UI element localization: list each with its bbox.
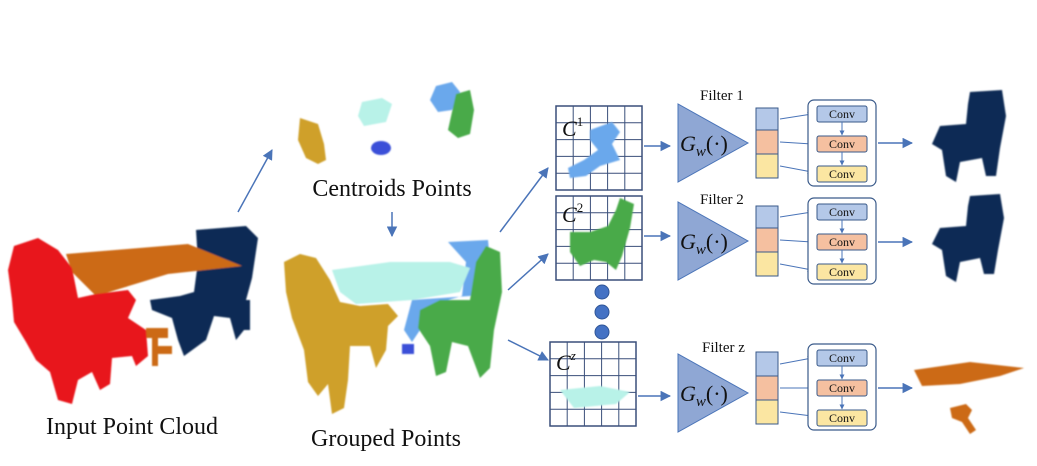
svg-text:Conv: Conv [829, 411, 855, 425]
arrow-stack-conv-zc [779, 411, 813, 418]
ellipsis-dots [594, 284, 610, 340]
voxel-1-points [568, 122, 620, 178]
voxel-grid-2: C2 [555, 195, 643, 281]
input-table-legs [146, 328, 172, 366]
cell-label-1: C1 [562, 114, 583, 141]
arrow-stack-conv-2a [779, 210, 813, 218]
arrow-to-cell-1 [499, 167, 549, 233]
svg-text:Conv: Conv [829, 235, 855, 249]
arrow-stack-conv-2c [779, 263, 813, 272]
input-point-cloud-label: Input Point Cloud [46, 414, 218, 440]
input-navy-chair [150, 226, 258, 356]
arrow-stack-conv-1c [779, 165, 813, 174]
voxel-grid-z: Cz [549, 341, 637, 427]
voxel-2-points [570, 198, 634, 270]
arrow-stack-conv-2b [779, 239, 813, 245]
g-function-z: Gw(·) [677, 353, 750, 433]
grouped-royal-fragment [402, 344, 414, 354]
arrow-to-centroids [237, 149, 273, 213]
conv-block-1: Conv Conv Conv [807, 99, 877, 187]
output-navy-chair-2 [932, 194, 1004, 282]
svg-text:Gw(·): Gw(·) [680, 131, 728, 160]
input-red-chair [8, 238, 148, 404]
branch-1: C1 Gw(·) Filter 1 Conv Conv Conv [555, 88, 1006, 191]
centroid-green-blob [448, 90, 474, 138]
output-table-z [914, 362, 1024, 434]
centroids-points-label: Centroids Points [312, 176, 471, 202]
centroid-points-image [298, 82, 474, 164]
centroid-lightblue-blob [430, 82, 460, 112]
grouped-cyan-table [332, 262, 470, 304]
voxel-z-points [560, 386, 630, 408]
arrow-to-cell-2 [507, 253, 549, 291]
svg-text:Gw(·): Gw(·) [680, 381, 728, 410]
arrow-stack-conv-1a [779, 112, 813, 120]
g-function-1: Gw(·) [677, 103, 750, 183]
grouped-points-label: Grouped Points [311, 426, 461, 452]
svg-text:Conv: Conv [829, 167, 855, 181]
branch-2: C2 Gw(·) Filter 2 Conv Conv Conv [555, 192, 1004, 285]
arrow-to-cell-z [507, 339, 549, 361]
svg-text:Conv: Conv [829, 137, 855, 151]
filter-label-z: Filter z [702, 340, 745, 356]
grouped-mustard-chair [284, 254, 398, 414]
filter-stack-1 [755, 107, 779, 179]
conv-block-2: Conv Conv Conv [807, 197, 877, 285]
voxel-grid-1: C1 [555, 105, 643, 191]
cell-label-2: C2 [562, 200, 583, 227]
centroid-mustard-blob [298, 118, 326, 164]
svg-text:Conv: Conv [829, 351, 855, 365]
input-table-top [66, 244, 242, 296]
filter-label-1: Filter 1 [700, 88, 744, 104]
svg-text:Conv: Conv [829, 265, 855, 279]
centroid-cyan-blob [358, 98, 392, 126]
grouped-points-image [284, 240, 502, 414]
svg-text:Conv: Conv [829, 205, 855, 219]
g-function-2: Gw(·) [677, 201, 750, 281]
input-point-cloud-image [8, 226, 258, 404]
svg-text:Gw(·): Gw(·) [680, 229, 728, 258]
filter-stack-2 [755, 205, 779, 277]
conv-block-z: Conv Conv Conv [807, 343, 877, 431]
svg-text:Conv: Conv [829, 107, 855, 121]
arrow-stack-conv-1b [779, 141, 813, 147]
filter-stack-z [755, 351, 779, 425]
arrow-stack-conv-za [779, 356, 813, 365]
filter-label-2: Filter 2 [700, 192, 744, 208]
output-navy-chair-1 [932, 90, 1006, 182]
branch-z: Cz Gw(·) Filter z Conv Conv Conv [549, 340, 1024, 434]
grouped-green-chair [418, 246, 502, 378]
cell-label-z: Cz [556, 348, 576, 375]
centroid-royal-blob [371, 141, 391, 155]
svg-text:Conv: Conv [829, 381, 855, 395]
